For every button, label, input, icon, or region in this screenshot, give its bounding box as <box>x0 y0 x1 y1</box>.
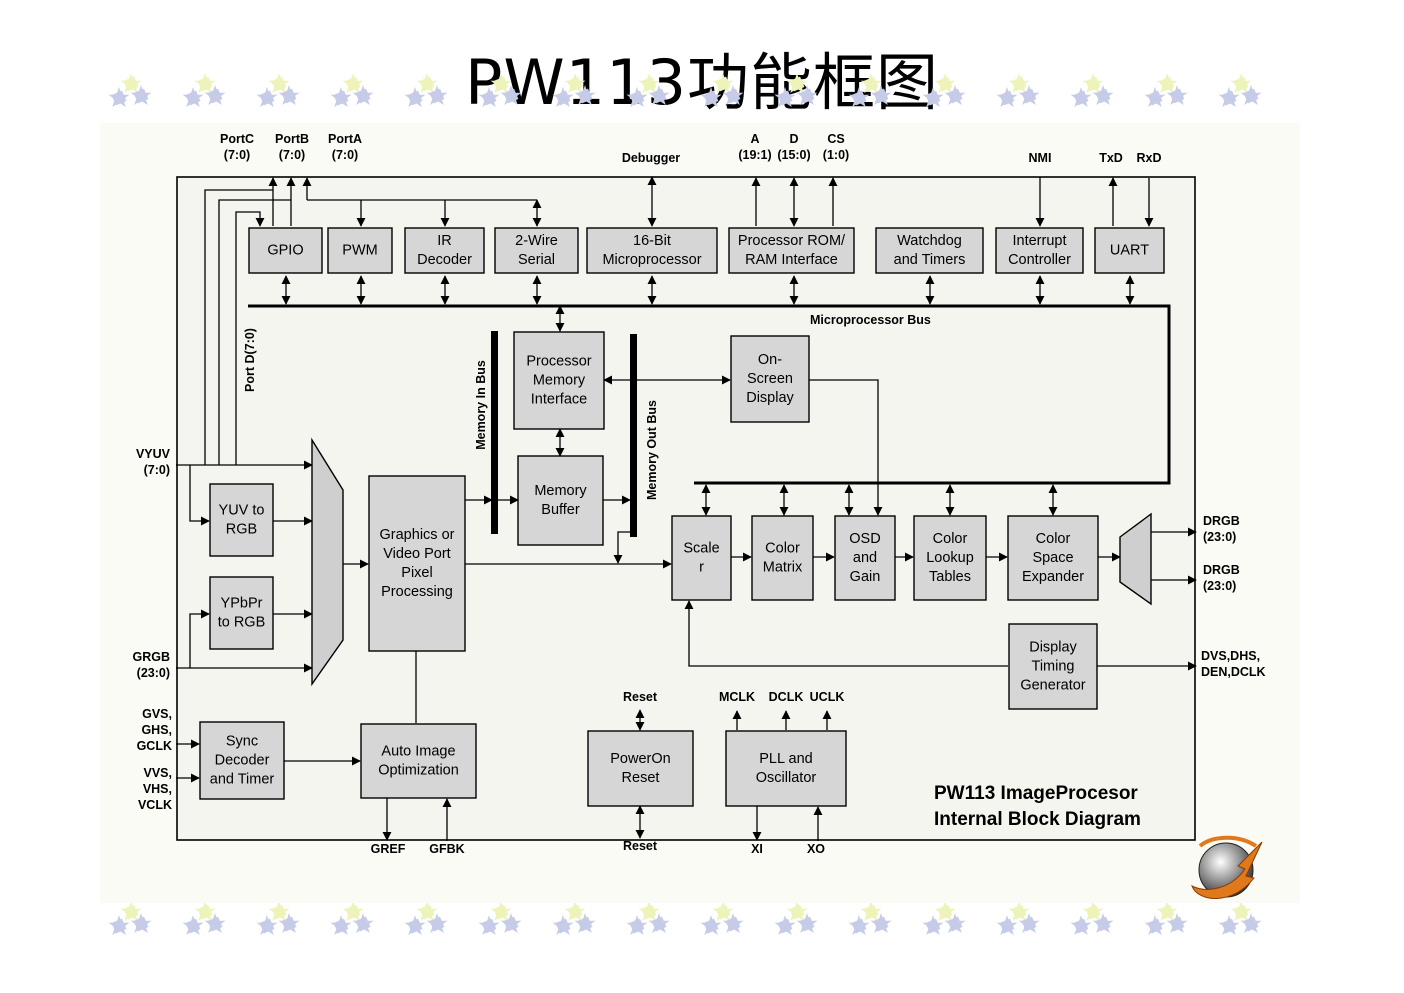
memory-out-bus-label: Memory Out Bus <box>645 400 659 500</box>
rom-block-label: Processor ROM/RAM Interface <box>738 233 846 268</box>
portb-label: PortB(7:0) <box>275 132 309 162</box>
pwm-block: PWM <box>327 227 393 274</box>
debugger-label: Debugger <box>622 151 680 165</box>
rom-ram-interface-block: Processor ROM/RAM Interface <box>728 227 855 274</box>
drgb-output-2-label: DRGB(23:0) <box>1203 563 1240 593</box>
port-d-label: Port D(7:0) <box>243 328 257 392</box>
xi-label: XI <box>751 842 763 856</box>
chip-frame <box>176 176 1196 841</box>
rxd-label: RxD <box>1136 151 1161 165</box>
portc-label: PortC(7:0) <box>220 132 254 162</box>
vvs-vhs-vclk-label: VVS,VHS,VCLK <box>138 766 172 812</box>
data-bus-label: D(15:0) <box>777 132 810 162</box>
uclk-label: UCLK <box>810 690 845 704</box>
dclk-label: DCLK <box>769 690 804 704</box>
nmi-label: NMI <box>1029 151 1052 165</box>
gvs-ghs-gclk-label: GVS,GHS,GCLK <box>137 707 172 753</box>
memory-in-bus-label: Memory In Bus <box>474 360 488 450</box>
memory-in-bus-bar <box>491 331 498 534</box>
reset-bottom-label: Reset <box>623 839 658 853</box>
gpio-block: GPIO <box>248 227 323 274</box>
decorative-flower-border-top <box>108 73 1262 109</box>
wires <box>176 176 1197 841</box>
pwm-block-label: PWM <box>342 243 377 259</box>
gref-label: GREF <box>371 842 406 856</box>
output-demux <box>1119 512 1152 606</box>
microprocessor-bus-label: Microprocessor Bus <box>810 313 931 327</box>
grgb-label: GRGB(23:0) <box>133 650 171 680</box>
chip-select-label: CS(1:0) <box>823 132 849 162</box>
decorative-flower-border-bottom <box>108 901 1262 937</box>
gpio-block-label: GPIO <box>267 243 303 259</box>
dvs-dhs-den-dclk-label: DVS,DHS,DEN,DCLK <box>1201 649 1266 679</box>
vyuv-label: VYUV(7:0) <box>136 447 171 477</box>
drgb-output-1-label: DRGB(23:0) <box>1203 514 1240 544</box>
porta-label: PortA(7:0) <box>328 132 362 162</box>
uart-block-label: UART <box>1110 243 1149 259</box>
input-mux <box>311 437 344 687</box>
memory-out-bus-bar <box>630 334 637 537</box>
xo-label: XO <box>807 842 825 856</box>
gfbk-label: GFBK <box>429 842 464 856</box>
mclk-label: MCLK <box>719 690 755 704</box>
globe-logo-icon <box>1191 835 1263 899</box>
address-bus-label: A(19:1) <box>738 132 771 162</box>
reset-top-label: Reset <box>623 690 658 704</box>
uart-block: UART <box>1094 227 1165 274</box>
txd-label: TxD <box>1099 151 1123 165</box>
